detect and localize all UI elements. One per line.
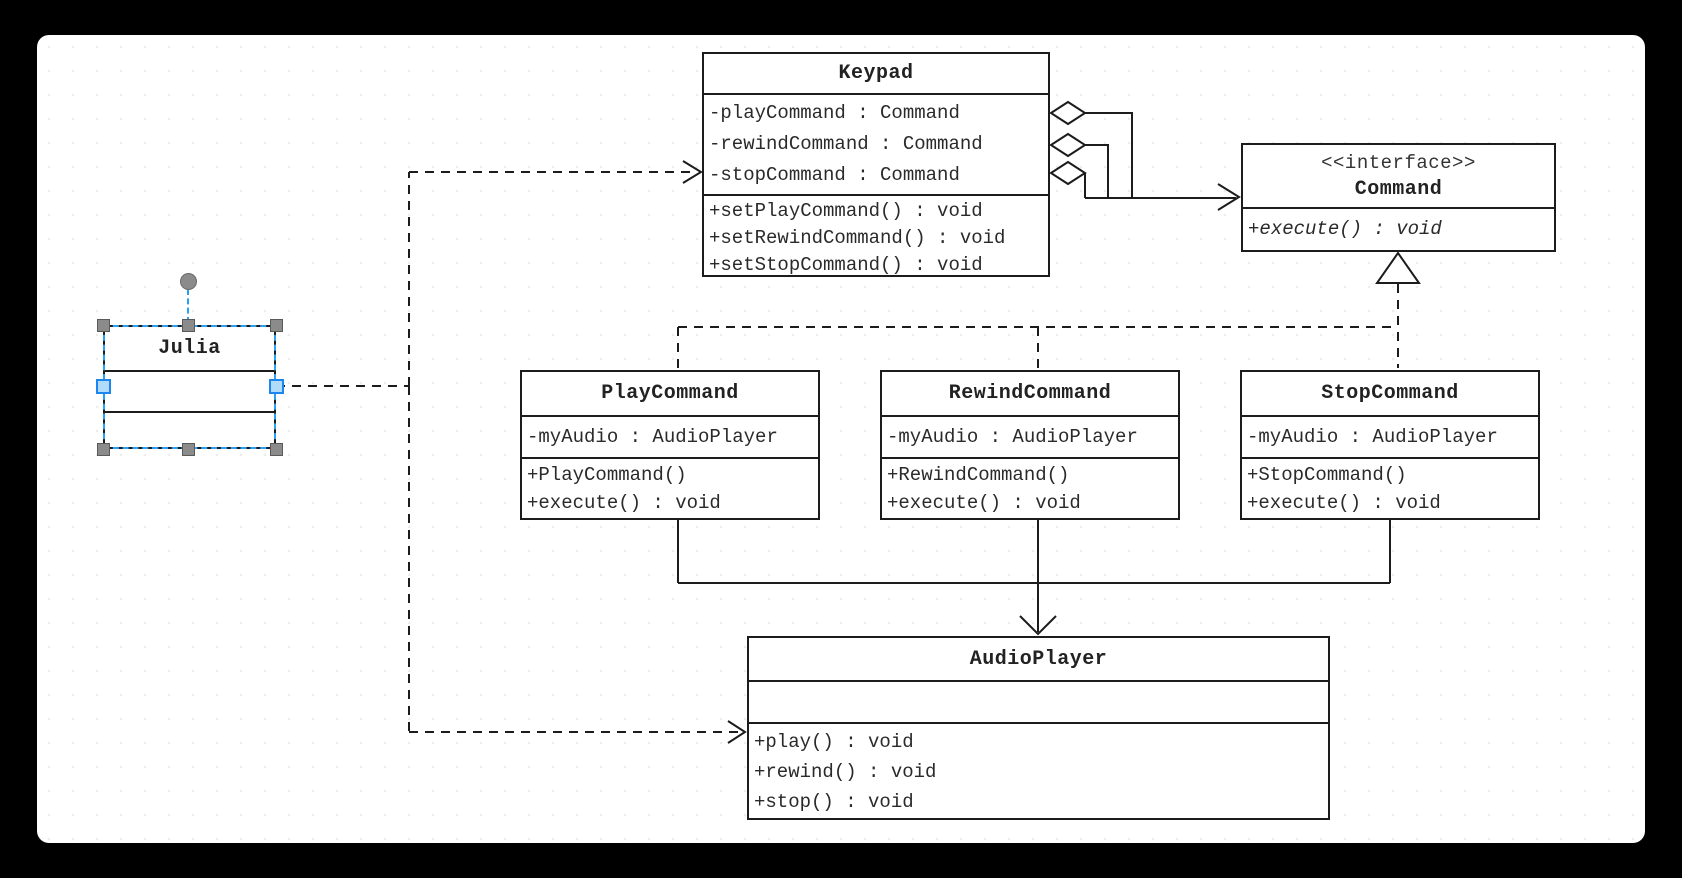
generalization-triangle-icon	[1375, 251, 1421, 284]
method-row: +PlayCommand()	[527, 464, 687, 486]
method-row: +execute() : void	[1247, 492, 1441, 514]
method-row: +stop() : void	[754, 791, 914, 813]
dependency-julia-to-audioplayer[interactable]	[408, 386, 747, 744]
aggregation-diamond-icon	[1049, 100, 1087, 126]
realization-commands-to-command[interactable]	[677, 251, 1421, 368]
class-title: <<interface>> Command	[1321, 151, 1476, 201]
attribute-row: -myAudio : AudioPlayer	[1247, 426, 1498, 448]
class-playcommand[interactable]: PlayCommand -myAudio : AudioPlayer +Play…	[520, 370, 820, 520]
class-rewindcommand[interactable]: RewindCommand -myAudio : AudioPlayer +Re…	[880, 370, 1180, 520]
selection-handle-bottom-left[interactable]	[97, 443, 110, 456]
selection-handle-bottom-right[interactable]	[270, 443, 283, 456]
attributes-compartment: -myAudio : AudioPlayer	[882, 415, 1178, 457]
method-row: +setRewindCommand() : void	[709, 227, 1006, 249]
class-title: RewindCommand	[948, 382, 1112, 405]
method-row: +setPlayCommand() : void	[709, 200, 983, 222]
class-stopcommand[interactable]: StopCommand -myAudio : AudioPlayer +Stop…	[1240, 370, 1540, 520]
attribute-row: -playCommand : Command	[709, 102, 960, 124]
method-row: +execute() : void	[887, 492, 1081, 514]
aggregation-keypad-commands[interactable]	[1049, 100, 1241, 211]
selection-handle-bottom-center[interactable]	[182, 443, 195, 456]
methods-compartment: +execute() : void	[1243, 207, 1554, 250]
class-title: Keypad	[838, 62, 914, 85]
class-title: Julia	[158, 337, 221, 360]
attribute-row: -myAudio : AudioPlayer	[887, 426, 1138, 448]
class-julia[interactable]: Julia	[103, 325, 276, 449]
attributes-compartment	[105, 370, 274, 411]
attributes-compartment: -playCommand : Command -rewindCommand : …	[704, 93, 1048, 194]
dependency-julia-to-keypad[interactable]	[276, 160, 703, 387]
attribute-row: -rewindCommand : Command	[709, 133, 983, 155]
method-row: +play() : void	[754, 731, 914, 753]
class-audioplayer[interactable]: AudioPlayer +play() : void +rewind() : v…	[747, 636, 1330, 820]
methods-compartment: +RewindCommand() +execute() : void	[882, 457, 1178, 518]
interface-command[interactable]: <<interface>> Command +execute() : void	[1241, 143, 1556, 252]
stereotype-label: <<interface>>	[1321, 151, 1476, 174]
method-row: +execute() : void	[527, 492, 721, 514]
method-row: +RewindCommand()	[887, 464, 1070, 486]
methods-compartment: +play() : void +rewind() : void +stop() …	[749, 722, 1328, 818]
selection-handle-middle-right[interactable]	[269, 379, 284, 394]
class-title: AudioPlayer	[969, 647, 1108, 671]
attributes-compartment: -myAudio : AudioPlayer	[522, 415, 818, 457]
methods-compartment	[105, 411, 274, 447]
aggregation-diamond-icon	[1049, 160, 1087, 186]
selection-handle-top-right[interactable]	[270, 319, 283, 332]
selection-handle-top-left[interactable]	[97, 319, 110, 332]
aggregation-diamond-icon	[1049, 132, 1087, 158]
methods-compartment: +setPlayCommand() : void +setRewindComma…	[704, 194, 1048, 275]
method-row: +execute() : void	[1248, 218, 1442, 240]
selection-handle-middle-left[interactable]	[96, 379, 111, 394]
selection-handle-top-center[interactable]	[182, 319, 195, 332]
association-commands-to-audioplayer[interactable]	[677, 520, 1391, 636]
class-title: PlayCommand	[601, 382, 739, 405]
methods-compartment: +PlayCommand() +execute() : void	[522, 457, 818, 518]
method-row: +StopCommand()	[1247, 464, 1407, 486]
attribute-row: -stopCommand : Command	[709, 164, 960, 186]
rotation-stem	[187, 289, 189, 323]
class-keypad[interactable]: Keypad -playCommand : Command -rewindCom…	[702, 52, 1050, 277]
method-row: +setStopCommand() : void	[709, 254, 983, 275]
attribute-row: -myAudio : AudioPlayer	[527, 426, 778, 448]
methods-compartment: +StopCommand() +execute() : void	[1242, 457, 1538, 518]
attributes-compartment: -myAudio : AudioPlayer	[1242, 415, 1538, 457]
method-row: +rewind() : void	[754, 761, 937, 783]
class-title: StopCommand	[1321, 382, 1459, 405]
attributes-compartment	[749, 680, 1328, 722]
rotation-handle[interactable]	[180, 273, 197, 290]
